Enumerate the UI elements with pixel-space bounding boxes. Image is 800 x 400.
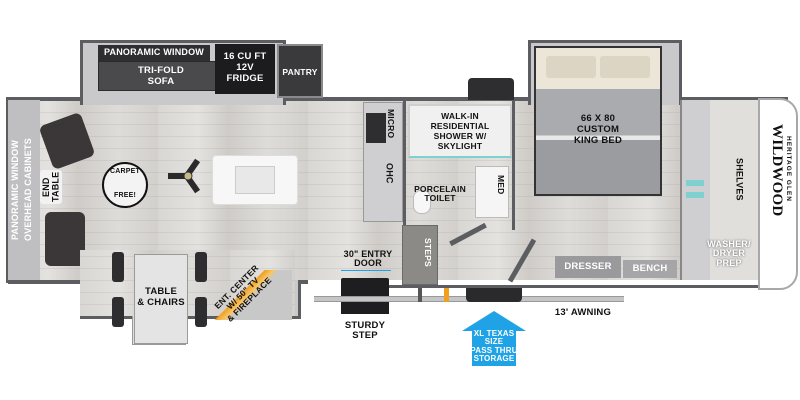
pillow-right (600, 56, 650, 78)
label-bed-2: CUSTOM (576, 124, 620, 135)
outer-wall-top (8, 97, 788, 101)
micro-ohc-cabinet: MICRO OHC (363, 102, 403, 222)
label-bed-1: 66 X 80 (580, 113, 616, 124)
storage-arrow-icon (462, 311, 526, 366)
label-washer-2: DRYER (712, 248, 746, 259)
bath-wall-right (512, 100, 515, 230)
outer-wall-bottom-right (380, 285, 780, 288)
label-sturdy-step-1: STURDY (344, 320, 386, 331)
wardrobe-teal-accent-2 (686, 192, 704, 198)
shower: WALK-IN RESIDENTIAL SHOWER W/ SKYLIGHT (408, 104, 512, 158)
label-dresser: DRESSER (564, 261, 612, 272)
hookup-gray-icon (418, 288, 422, 302)
label-toilet-1: PORCELAIN (414, 184, 466, 194)
label-storage-2: PASS THRU (470, 345, 518, 355)
front-overhead-cabinets: PANORAMIC WINDOW OVERHEAD CABINETS (8, 100, 40, 280)
sturdy-step (341, 302, 389, 314)
label-fridge-2: 12V (236, 62, 254, 73)
label-awning: 13' AWNING (554, 307, 612, 318)
label-shelves: SHELVES (734, 158, 745, 201)
label-fridge-1: 16 CU FT (223, 51, 267, 62)
chair-tl (112, 252, 124, 282)
label-carpet: CARPET (110, 168, 140, 175)
label-washer: WASHER/ DRYER PREP (698, 239, 760, 268)
label-shower-4: SKYLIGHT (437, 141, 483, 151)
label-med: MED (495, 175, 506, 195)
label-shower-3: SHOWER W/ (433, 131, 487, 141)
label-sturdy-step: STURDY STEP (335, 321, 395, 341)
label-table-1: TABLE (145, 286, 177, 297)
hookup-orange-icon (444, 288, 449, 302)
recliner-bottom (45, 212, 85, 266)
tri-fold-sofa: TRI-FOLD SOFA (98, 61, 224, 91)
label-storage-3: STORAGE (473, 354, 515, 364)
label-ohc: OHC (384, 163, 395, 184)
label-overhead-cabinets: OVERHEAD CABINETS (23, 138, 33, 242)
exterior-vent (468, 78, 514, 100)
label-steps: STEPS (422, 238, 433, 267)
label-sofa-2: SOFA (147, 76, 175, 87)
label-entry-door-1: 30" ENTRY (343, 249, 393, 259)
label-shower-2: RESIDENTIAL (430, 121, 490, 131)
pillow-left (546, 56, 596, 78)
dresser: DRESSER (555, 256, 621, 278)
brand-sub: HERITAGE GLEN (784, 136, 792, 202)
sink-icon (235, 166, 275, 194)
label-washer-1: WASHER/ (707, 239, 751, 249)
label-toilet: PORCELAIN TOILET (405, 185, 475, 203)
pantry: PANTRY (277, 44, 323, 98)
brand-logo: WILDWOOD (768, 124, 785, 217)
dining-table: TABLE & CHAIRS (134, 254, 188, 344)
label-sturdy-step-2: STEP (352, 329, 378, 341)
label-pantry: PANTRY (282, 67, 318, 77)
label-entry-door: 30" ENTRY DOOR (332, 249, 404, 269)
kitchen-island (212, 155, 298, 205)
label-end-table-2: TABLE (50, 171, 61, 202)
pass-thru-storage (466, 288, 522, 302)
king-bed: 66 X 80 CUSTOM KING BED (534, 46, 662, 196)
bench: BENCH (623, 260, 677, 278)
label-storage: XL TEXAS SIZE PASS THRU STORAGE (466, 329, 522, 364)
toilet (413, 190, 431, 214)
ent-center (200, 270, 292, 320)
wardrobe (680, 100, 710, 280)
label-free: FREE! (114, 192, 136, 199)
bath-wall-left (403, 100, 406, 230)
shelves: SHELVES WASHER/ DRYER PREP (707, 100, 758, 280)
label-micro: MICRO (385, 109, 396, 139)
ceiling-fan-icon (168, 156, 208, 196)
label-bench: BENCH (632, 263, 668, 274)
label-toilet-2: TOILET (424, 192, 456, 203)
microwave (366, 113, 386, 143)
entry-door[interactable] (341, 278, 389, 298)
fridge: 16 CU FT 12V FRIDGE (215, 44, 275, 94)
label-storage-1: XL TEXAS SIZE (473, 329, 515, 347)
front-cap: WILDWOOD HERITAGE GLEN (758, 98, 798, 290)
label-shower-1: WALK-IN (441, 111, 479, 121)
wardrobe-teal-accent (686, 180, 704, 186)
label-bed-3: KING BED (573, 135, 623, 146)
label-entry-door-2: DOOR (354, 258, 382, 269)
carpet-free-badge: CARPET FREE! (102, 162, 148, 208)
steps: STEPS (402, 225, 438, 285)
label-table-2: & CHAIRS (137, 297, 185, 308)
label-fridge-3: FRIDGE (226, 73, 264, 84)
panoramic-window-top: PANORAMIC WINDOW (98, 45, 210, 61)
label-washer-3: PREP (716, 257, 742, 268)
chair-bl (112, 297, 124, 327)
label-end-table: END TABLE (41, 171, 61, 202)
label-panoramic-window-top: PANORAMIC WINDOW (103, 47, 205, 57)
entry-door-dimension-line (341, 270, 391, 271)
label-panoramic-window-side: PANORAMIC WINDOW (10, 139, 20, 241)
label-sofa-1: TRI-FOLD (138, 65, 184, 76)
bath-vanity: MED (475, 166, 509, 218)
end-table: END TABLE (40, 170, 62, 204)
